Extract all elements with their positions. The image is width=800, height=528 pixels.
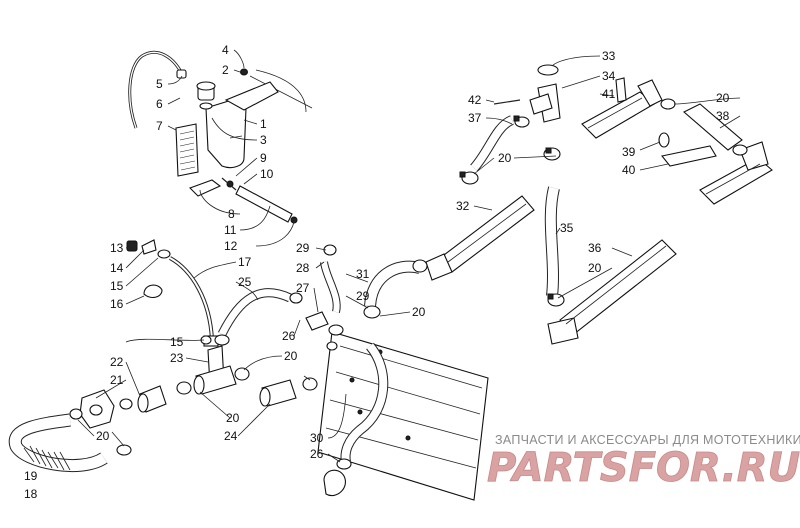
callout-14: 14 <box>110 261 124 275</box>
hose-fitting <box>176 69 187 79</box>
callout-29a: 29 <box>296 241 310 255</box>
callout-32: 32 <box>456 199 470 213</box>
overflow-hose-inner <box>129 51 183 129</box>
callout-3: 3 <box>260 133 267 147</box>
bolt-41 <box>615 77 627 103</box>
callout-15a: 15 <box>110 279 124 293</box>
screw-42 <box>493 99 521 105</box>
radiator-36 <box>547 239 677 345</box>
hose-25-inner <box>218 289 292 336</box>
callout-40: 40 <box>622 163 636 177</box>
bracket-40 <box>661 145 717 167</box>
callout-37: 37 <box>468 111 482 125</box>
callout-13: 13 <box>110 241 124 255</box>
fitting-bottom <box>323 469 346 496</box>
frame-panel <box>317 331 489 501</box>
callout-21: 21 <box>110 373 124 387</box>
callout-20g: 20 <box>588 261 602 275</box>
tank-label <box>175 123 199 177</box>
callout-27: 27 <box>296 281 310 295</box>
clip-16 <box>143 284 163 299</box>
callout-1: 1 <box>260 117 267 131</box>
callout-33: 33 <box>602 49 616 63</box>
callout-15b: 15 <box>170 335 184 349</box>
clamp-15 <box>157 249 171 259</box>
callout-35: 35 <box>560 221 574 235</box>
watermark: ЗАПЧАСТИ И АКСЕССУАРЫ ДЛЯ МОТОТЕХНИКИ PA… <box>487 433 800 491</box>
callout-28: 28 <box>296 261 310 275</box>
callout-20d: 20 <box>412 305 426 319</box>
callout-22: 22 <box>110 355 124 369</box>
parts-artwork <box>8 50 773 501</box>
callout-23: 23 <box>170 351 184 365</box>
neck-elbow <box>529 93 553 115</box>
callout-17: 17 <box>238 255 252 269</box>
callout-2: 2 <box>222 63 229 77</box>
hose-17-inner <box>169 257 213 341</box>
callout-36: 36 <box>588 241 602 255</box>
callout-16: 16 <box>110 297 124 311</box>
callout-25: 25 <box>238 275 252 289</box>
callout-30: 30 <box>310 431 324 445</box>
callout-labels: 4 2 5 6 7 1 3 9 10 8 11 12 13 14 15 16 1… <box>24 43 730 501</box>
bracket-bolt <box>221 177 237 191</box>
radiator-38 <box>581 79 663 139</box>
clamp-39 <box>658 132 670 148</box>
callout-20f: 20 <box>716 91 730 105</box>
callout-12: 12 <box>224 239 238 253</box>
cap-33 <box>537 64 559 76</box>
callout-8: 8 <box>228 207 235 221</box>
callout-6: 6 <box>156 97 163 111</box>
callout-42: 42 <box>468 93 482 107</box>
callout-41: 41 <box>602 87 616 101</box>
corrugated-hose <box>8 413 108 473</box>
callout-7: 7 <box>156 119 163 133</box>
hose-30-inner <box>341 343 388 463</box>
callout-31: 31 <box>356 267 370 281</box>
callout-20a: 20 <box>96 429 110 443</box>
callout-4: 4 <box>222 43 229 57</box>
callout-39: 39 <box>622 145 636 159</box>
callout-20c: 20 <box>284 349 298 363</box>
callout-5: 5 <box>156 77 163 91</box>
callout-24: 24 <box>224 429 238 443</box>
callout-18: 18 <box>24 487 38 501</box>
callout-34: 34 <box>602 69 616 83</box>
watermark-logo: PARTSFOR.RU <box>487 445 800 491</box>
tee-27 <box>305 311 329 331</box>
tank-hose <box>235 185 293 223</box>
callout-29b: 29 <box>356 289 370 303</box>
callout-20b: 20 <box>226 411 240 425</box>
callout-20e: 20 <box>498 151 512 165</box>
callout-10: 10 <box>260 167 274 181</box>
fitting-14 <box>141 239 157 255</box>
watermark-tagline: ЗАПЧАСТИ И АКСЕССУАРЫ ДЛЯ МОТОТЕХНИКИ <box>495 433 800 447</box>
callout-26a: 26 <box>282 329 296 343</box>
radiator-32 <box>425 195 535 281</box>
tank-bracket <box>189 179 222 197</box>
clamps <box>69 98 748 470</box>
callout-38: 38 <box>716 109 730 123</box>
leader-lines <box>77 49 741 463</box>
callout-26b: 26 <box>310 447 324 461</box>
hose-28-inner <box>321 261 340 313</box>
washer <box>240 68 248 76</box>
callout-9: 9 <box>260 151 267 165</box>
callout-11: 11 <box>224 223 237 237</box>
hose-35-inner <box>545 186 559 297</box>
mount-bolt <box>249 75 313 109</box>
callout-19: 19 <box>24 469 38 483</box>
hose-38 <box>683 103 743 151</box>
